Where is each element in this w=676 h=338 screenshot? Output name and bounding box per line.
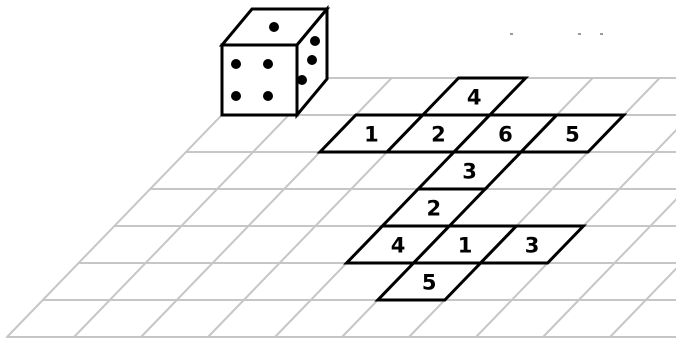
- cell-number: 1: [364, 123, 379, 147]
- cell-number: 3: [462, 160, 477, 184]
- pip-dot: [297, 75, 307, 85]
- pip-dot: [263, 91, 273, 101]
- cell-number: 6: [498, 123, 513, 147]
- cell-number: 2: [431, 123, 446, 147]
- die-front-face: [222, 45, 297, 115]
- pip-dot: [310, 36, 320, 46]
- speck-mark: [578, 33, 581, 35]
- cell-number: 5: [422, 271, 437, 295]
- speck-mark: [510, 33, 513, 35]
- pip-dot: [269, 22, 279, 32]
- pip-dot: [231, 91, 241, 101]
- cell-number: 4: [391, 234, 406, 258]
- cell-number: 2: [426, 197, 441, 221]
- cell-number: 1: [458, 234, 473, 258]
- pip-dot: [231, 59, 241, 69]
- die: [222, 9, 327, 115]
- speck-mark: [600, 33, 603, 35]
- cell-number: 4: [467, 86, 482, 110]
- pip-dot: [263, 59, 273, 69]
- cell-number: 3: [525, 234, 540, 258]
- pip-dot: [307, 55, 317, 65]
- cell-number: 5: [565, 123, 580, 147]
